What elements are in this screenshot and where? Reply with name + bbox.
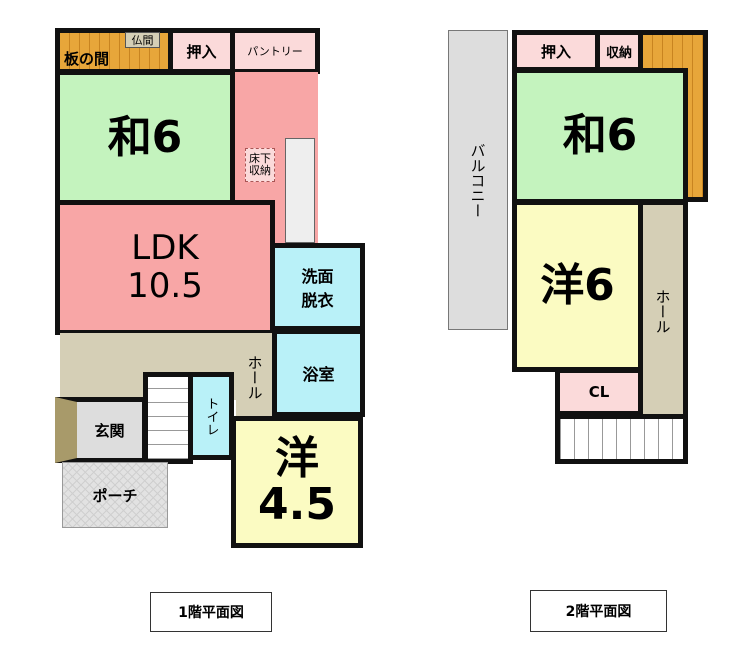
room-youshitsu-2f: 洋6 xyxy=(512,200,643,372)
room-label: ポーチ xyxy=(92,486,138,505)
room-yokushitsu: 浴室 xyxy=(272,329,365,417)
room-label: CL xyxy=(588,383,610,401)
room-label: 押入 xyxy=(186,42,217,61)
room-label: ホール xyxy=(245,354,264,400)
room-label: 収納 xyxy=(605,45,632,61)
room-oshiire-1f: 押入 xyxy=(168,28,235,74)
room-label: 和6 xyxy=(107,112,183,164)
room-label: ホール xyxy=(653,288,672,334)
room-washitsu-2f: 和6 xyxy=(512,68,688,204)
kitchen-counter xyxy=(285,138,315,243)
room-toilet: トイレ xyxy=(188,372,234,460)
room-label: 仏間 xyxy=(131,34,154,47)
room-senmen: 洗面脱衣 xyxy=(270,243,365,331)
balcony: バルコニー xyxy=(448,30,508,330)
room-label: 洋6 xyxy=(540,259,615,311)
hall-2f: ホール xyxy=(638,200,688,422)
room-closet: CL xyxy=(555,368,643,416)
room-shuno: 収納 xyxy=(595,30,643,72)
porch: ポーチ xyxy=(62,462,168,528)
room-size: 4.5 xyxy=(258,479,336,530)
room-label: 押入 xyxy=(540,42,571,61)
room-label: LDK xyxy=(131,228,199,269)
room-pantry: パントリー xyxy=(230,28,320,74)
room-label: バルコニー xyxy=(468,142,487,218)
room-label: パントリー xyxy=(247,45,303,58)
stairs-2f xyxy=(555,414,688,464)
room-oshiire-2f: 押入 xyxy=(512,30,600,72)
room-label: 板の間 xyxy=(64,50,110,68)
stairs-1f xyxy=(143,372,193,464)
room-label: 洗面脱衣 xyxy=(301,267,334,310)
underfloor-storage: 床下収納 xyxy=(245,148,275,182)
floor2-caption: 2階平面図 xyxy=(530,590,667,632)
room-label: トイレ xyxy=(203,396,219,436)
room-label: 洋 xyxy=(275,432,319,484)
room-label: 玄関 xyxy=(94,421,125,440)
floor1-caption: 1階平面図 xyxy=(150,592,272,632)
room-label: 和6 xyxy=(562,109,638,161)
room-genkan: 玄関 xyxy=(55,397,147,463)
room-label: 浴室 xyxy=(302,365,335,384)
room-washitsu-1f: 和6 xyxy=(55,70,235,207)
room-butsuma: 仏間 xyxy=(125,32,160,48)
room-size: 10.5 xyxy=(127,265,203,306)
hall-1f-corridor: ホール xyxy=(236,333,274,421)
